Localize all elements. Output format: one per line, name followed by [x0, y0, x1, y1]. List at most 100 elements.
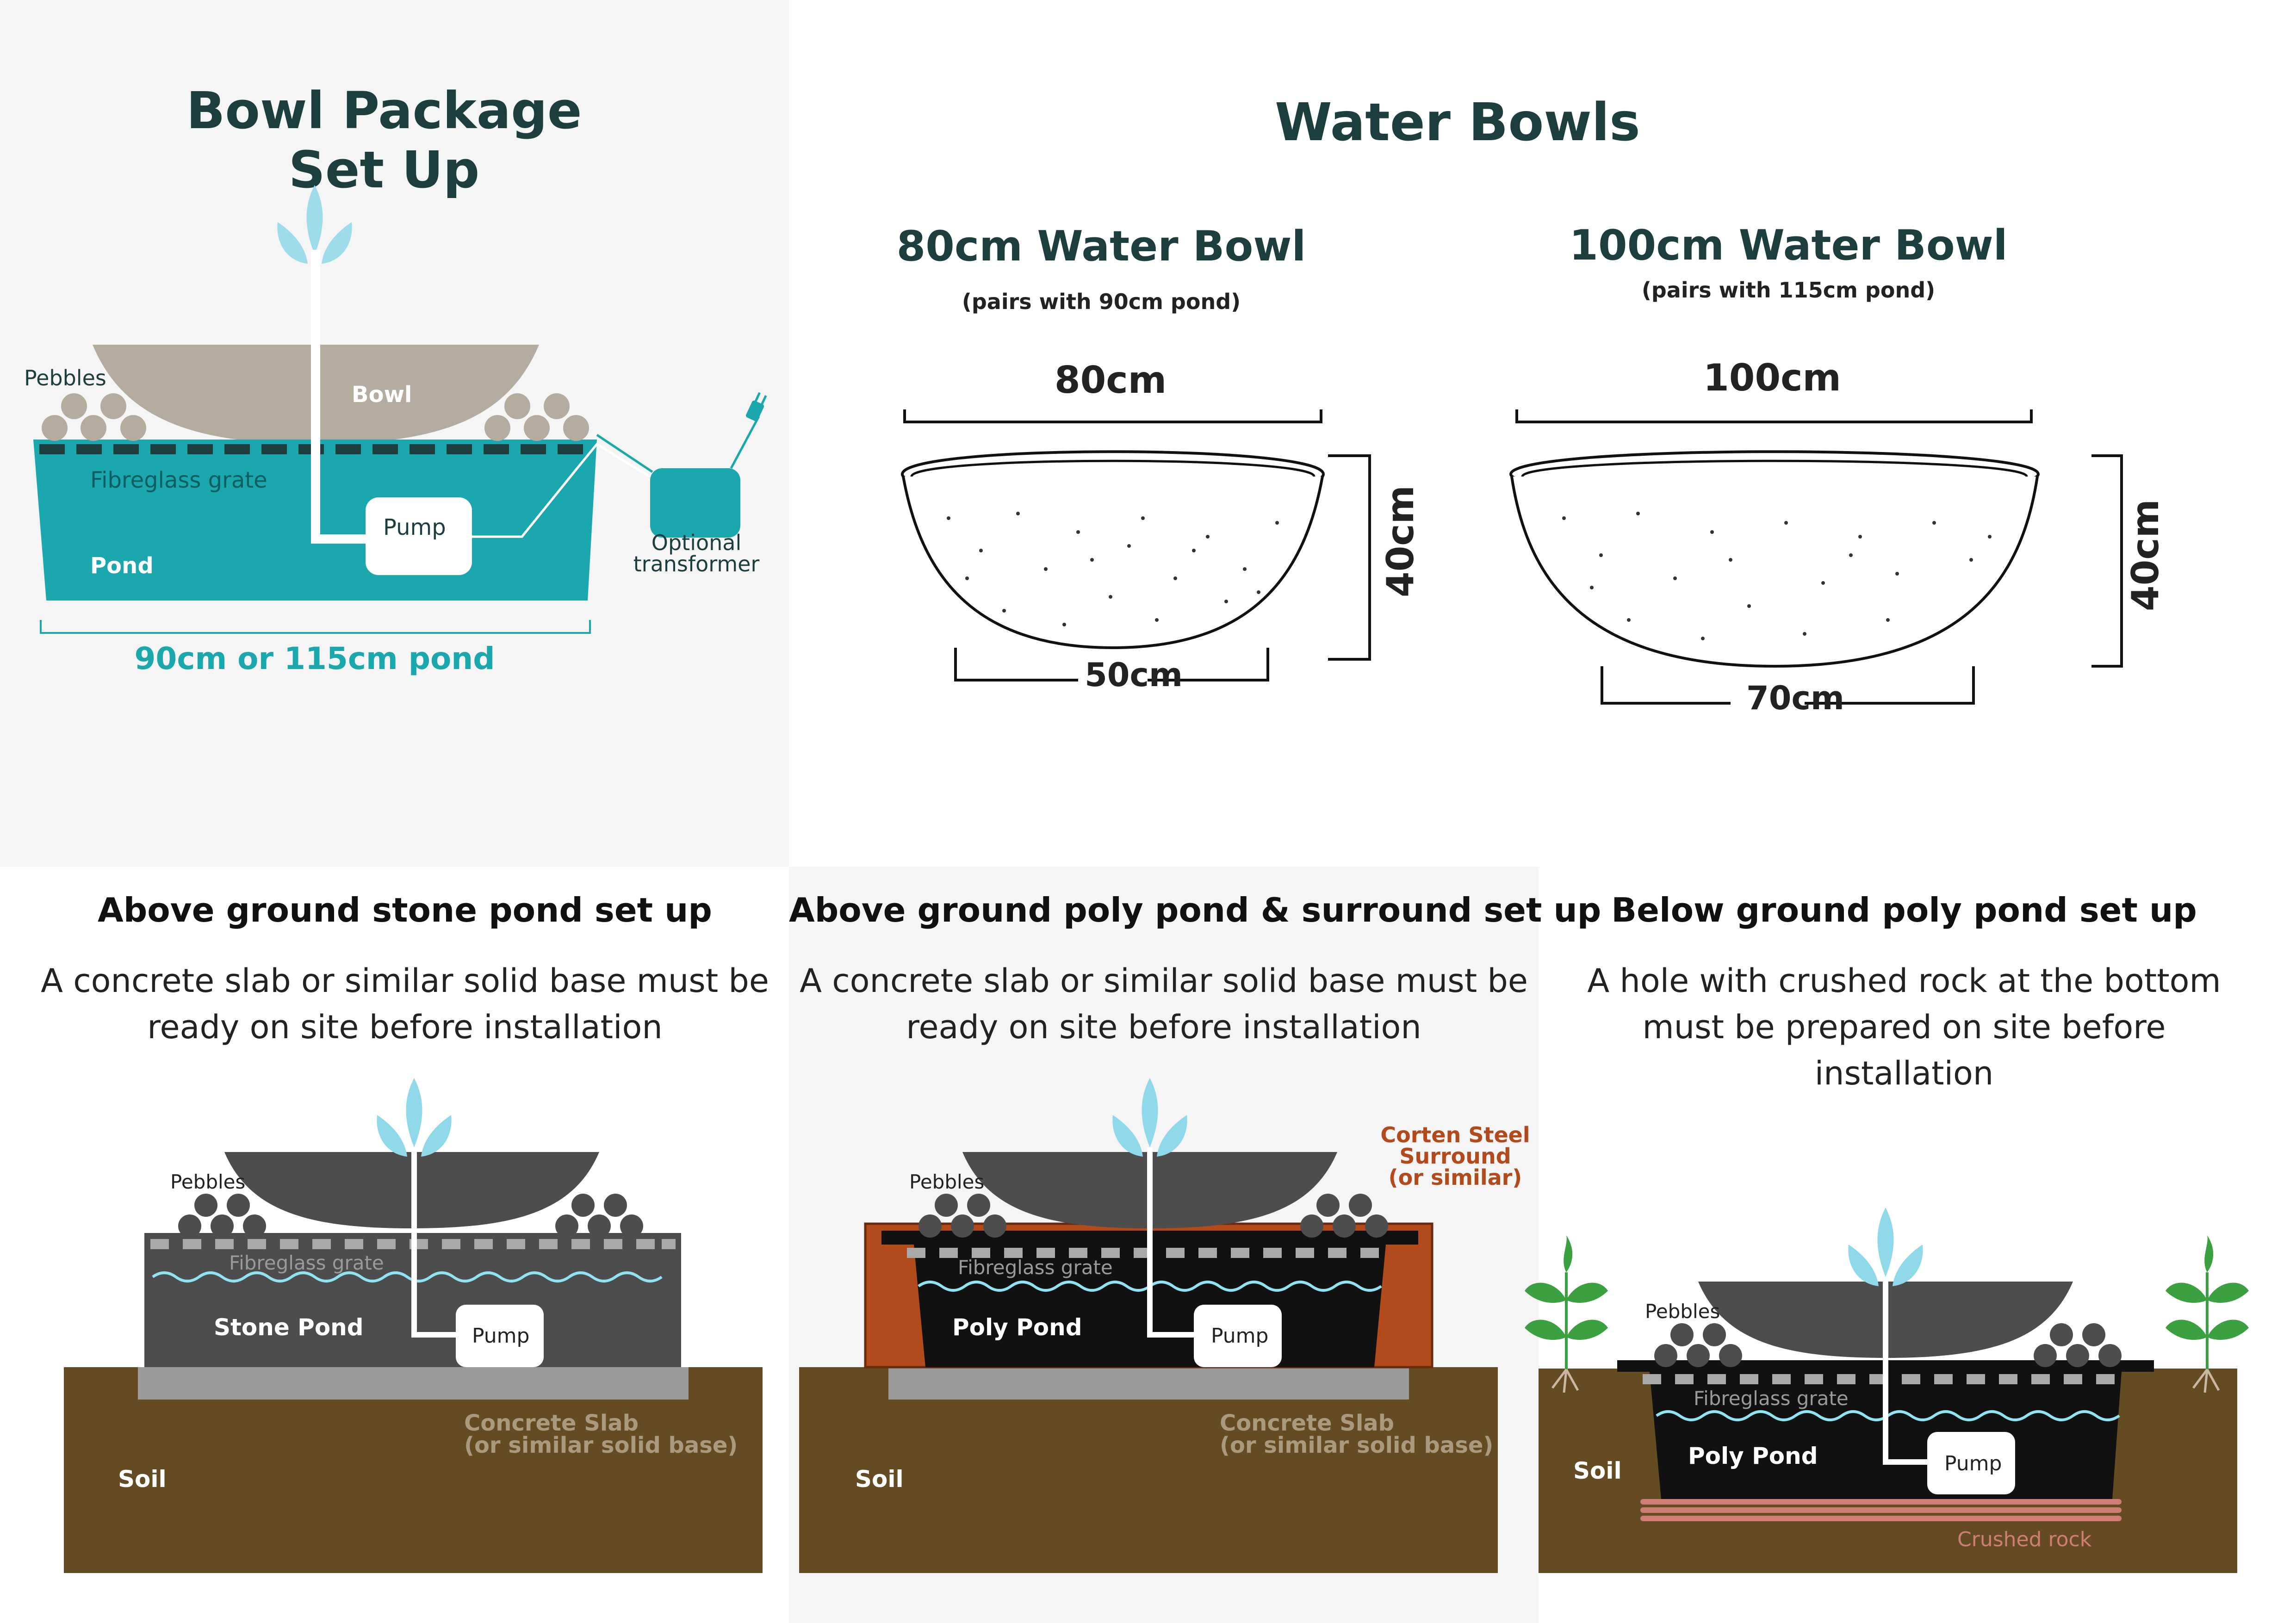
plug-icon [746, 392, 767, 421]
stone-diagram [64, 1078, 763, 1573]
stone-pond-label: Stone Pond [214, 1314, 364, 1341]
pebbles-right [484, 393, 589, 441]
below-fountain [1848, 1208, 1923, 1286]
below-desc-line2: must be prepared on site before [1642, 1008, 2166, 1046]
poly-surround-title: Above ground poly pond & surround set up [789, 891, 1601, 929]
poly-surround-desc-line2: ready on site before installation [906, 1008, 1421, 1046]
crushed-rock [1640, 1499, 2122, 1521]
stone-title: Above ground stone pond set up [98, 891, 712, 929]
stone-slab-line2: (or similar solid base) [464, 1432, 738, 1458]
poly-surround-desc: A concrete slab or similar solid base mu… [789, 958, 1539, 1050]
stone-pump-label: Pump [472, 1324, 530, 1348]
bowl80-title: 80cm Water Bowl [896, 222, 1306, 271]
stone-desc-line1: A concrete slab or similar solid base mu… [41, 962, 769, 1000]
grate-dashes [39, 444, 583, 454]
below-pebbles-right [2034, 1323, 2122, 1367]
below-pipe [1883, 1277, 1930, 1465]
stone-desc: A concrete slab or similar solid base mu… [28, 958, 782, 1050]
bowl100-speckles [1562, 512, 1992, 640]
below-diagram [1525, 1208, 2249, 1573]
package-dimension-label: 90cm or 115cm pond [134, 641, 495, 676]
package-title-line1: Bowl Package [186, 81, 582, 140]
bowl80-speckles [947, 512, 1279, 626]
stone-grate [150, 1239, 676, 1249]
below-grate [1643, 1374, 2115, 1384]
below-desc-line1: A hole with crushed rock at the bottom [1587, 962, 2221, 1000]
surround-line1: Corten Steel [1380, 1122, 1530, 1147]
poly-soil [799, 1367, 1498, 1573]
below-desc-line3: installation [1814, 1054, 1994, 1092]
package-pebbles-label: Pebbles [24, 365, 106, 390]
bowl80-top-width: 80cm [1054, 359, 1167, 402]
water-bowls-title: Water Bowls [1275, 93, 1640, 153]
poly-pipe [1147, 1147, 1196, 1338]
poly-slab-label: Concrete Slab (or similar solid base) [1220, 1412, 1493, 1456]
poly-surround-diagram [799, 1078, 1498, 1573]
transformer-box [650, 468, 740, 538]
transformer-cable [596, 434, 653, 473]
bowl80-subtitle: (pairs with 90cm pond) [962, 289, 1241, 314]
package-bowl-label: Bowl [352, 382, 412, 408]
plug-cable [730, 415, 760, 469]
below-rock-label: Crushed rock [1957, 1528, 2092, 1551]
package-title-line2: Set Up [288, 140, 480, 199]
stone-desc-line2: ready on site before installation [147, 1008, 663, 1046]
bowl100-top-width: 100cm [1703, 356, 1841, 399]
below-pump-box [1927, 1432, 2015, 1494]
poly-surround-desc-line1: A concrete slab or similar solid base mu… [800, 962, 1528, 1000]
fountain-icon [277, 185, 352, 264]
poly-soil-label: Soil [855, 1466, 904, 1493]
pebbles-left [42, 393, 146, 441]
poly-slab-line2: (or similar solid base) [1220, 1432, 1494, 1458]
bowl100-subtitle: (pairs with 115cm pond) [1641, 278, 1936, 303]
poly-pump-label: Pump [1211, 1324, 1269, 1348]
poly-slab-line1: Concrete Slab [1220, 1410, 1395, 1436]
stone-pebbles-label: Pebbles [170, 1171, 246, 1193]
stone-slab-label: Concrete Slab (or similar solid base) [464, 1412, 738, 1456]
pipe [311, 250, 366, 544]
stone-pebbles-left [178, 1194, 266, 1238]
below-title: Below ground poly pond set up [1611, 891, 2197, 929]
bowl100-title: 100cm Water Bowl [1569, 221, 2008, 270]
bowl80-base-width: 50cm [1085, 656, 1183, 694]
stone-pump-box [456, 1305, 544, 1367]
stone-soil-label: Soil [118, 1466, 167, 1493]
stone-grate-label: Fibreglass grate [229, 1251, 384, 1274]
pump-box [366, 497, 472, 575]
below-grate-label: Fibreglass grate [1694, 1387, 1849, 1410]
poly-grate [907, 1248, 1379, 1258]
package-pond-label: Pond [90, 553, 154, 579]
package-transformer-line1: Optional [651, 530, 742, 555]
stone-fountain [377, 1078, 452, 1157]
below-pond-label: Poly Pond [1688, 1443, 1818, 1469]
stone-slab-line1: Concrete Slab [464, 1410, 639, 1436]
stone-pipe [411, 1147, 458, 1338]
below-desc: A hole with crushed rock at the bottom m… [1541, 958, 2267, 1096]
pump-cable [472, 442, 658, 538]
package-diagram [33, 185, 767, 634]
surround-label: Corten Steel Surround (or similar) [1358, 1124, 1552, 1188]
stone-soil [64, 1367, 763, 1573]
poly-pebbles-right [1300, 1194, 1388, 1238]
poly-pond-label: Poly Pond [952, 1314, 1082, 1341]
below-pebbles-label: Pebbles [1645, 1300, 1720, 1323]
package-title: Bowl Package Set Up [171, 81, 597, 199]
surround-line2: Surround [1399, 1144, 1511, 1169]
package-grate-label: Fibreglass grate [90, 467, 267, 493]
package-transformer-line2: transformer [633, 551, 760, 576]
stone-water-line [152, 1271, 663, 1282]
package-transformer-label: Optional transformer [627, 532, 766, 575]
bowl-drawings [900, 409, 2123, 705]
below-soil-label: Soil [1573, 1457, 1622, 1484]
below-pebbles-left [1654, 1323, 1742, 1367]
stone-slab [138, 1367, 689, 1400]
poly-pebbles-left [918, 1194, 1006, 1238]
poly-slab [888, 1367, 1409, 1400]
package-pump-label: Pump [383, 514, 446, 540]
below-pump-label: Pump [1944, 1452, 2002, 1475]
bowl100-drawing [1509, 409, 2123, 705]
bowl80-drawing [900, 409, 1371, 681]
surround-line3: (or similar) [1388, 1165, 1522, 1190]
poly-pebbles-label: Pebbles [909, 1171, 985, 1193]
